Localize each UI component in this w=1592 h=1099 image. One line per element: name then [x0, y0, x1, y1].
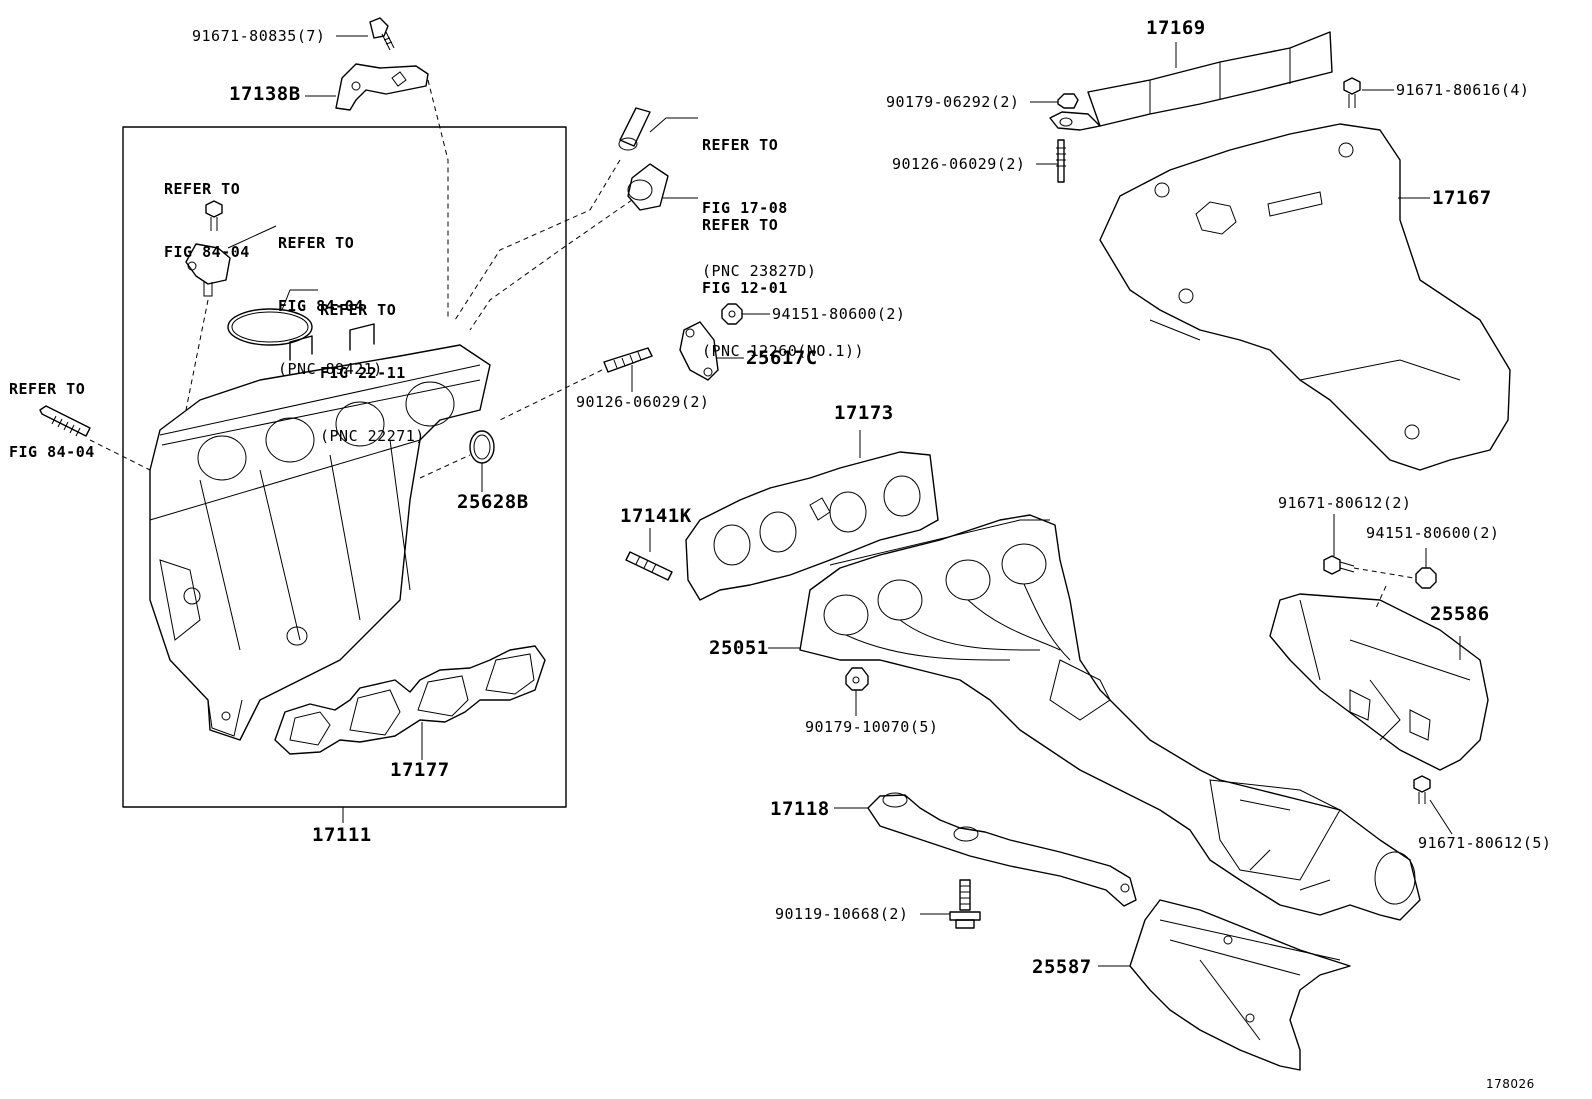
label-25051: 25051 — [709, 637, 769, 659]
bolt-91671-80835-icon — [369, 17, 395, 51]
refer-line: REFER TO — [9, 380, 86, 398]
label-91671-80835: 91671-80835(7) — [192, 27, 326, 45]
label-refer-84-04-c: REFER TO FIG 84-04 — [9, 337, 95, 484]
bracket-17138B-icon — [335, 63, 429, 111]
sensor-bolt-icon — [205, 200, 223, 231]
fig-line: FIG 12-01 — [702, 279, 788, 297]
label-90126-06029-a: 90126-06029(2) — [576, 393, 710, 411]
pnc-line: (PNC 12260(NO.1)) — [702, 342, 865, 360]
label-refer-12-01: REFER TO FIG 12-01 (PNC 12260(NO.1)) — [702, 173, 864, 383]
label-91671-80612-a: 91671-80612(2) — [1278, 494, 1412, 512]
label-17167: 17167 — [1432, 187, 1492, 209]
fig-line: FIG 84-04 — [9, 443, 95, 461]
nut-90179-10070-icon — [845, 667, 869, 691]
label-90119-10668: 90119-10668(2) — [775, 905, 909, 923]
label-17141K: 17141K — [620, 505, 692, 527]
refer-line: REFER TO — [164, 180, 241, 198]
nut-90179-06292-icon — [1057, 93, 1079, 109]
stud-90126-06029-a-icon — [603, 347, 653, 373]
label-17173: 17173 — [834, 402, 894, 424]
label-refer-84-04-b: REFER TO FIG 84-04 (PNC 89421) — [278, 191, 383, 401]
label-17118: 17118 — [770, 798, 830, 820]
fig-line: FIG 84-04 — [278, 297, 364, 315]
label-17177: 17177 — [390, 759, 450, 781]
pnc-line: (PNC 89421) — [278, 360, 383, 378]
label-90179-06292: 90179-06292(2) — [886, 93, 1020, 111]
label-17111: 17111 — [312, 824, 372, 846]
hose-23827D-icon — [618, 107, 651, 151]
pnc-line: (PNC 22271) — [320, 427, 425, 445]
bolt-91671-80616-icon — [1343, 77, 1361, 108]
plate-25617C-icon — [679, 321, 719, 381]
pnc-line: (PNC 23827D) — [702, 262, 817, 280]
label-94151-80600-a: 94151-80600(2) — [772, 305, 906, 323]
gasket-17173-icon — [685, 451, 939, 601]
refer-line: REFER TO — [278, 234, 355, 252]
bracket-17118-icon — [867, 792, 1137, 907]
bolt-91671-80612-a-icon — [1323, 555, 1355, 575]
intake-manifold-group-frame — [122, 126, 567, 808]
fig-line: FIG 17-08 — [702, 199, 788, 217]
heat-insulator-17169-icon — [1049, 31, 1333, 131]
label-refer-17-08: REFER TO FIG 17-08 (PNC 23827D) — [702, 93, 816, 303]
o-ring-22271-icon — [227, 308, 313, 346]
gasket-17177-icon — [274, 645, 546, 755]
fig-line: FIG 22-11 — [320, 364, 406, 382]
stud-17141K-icon — [625, 551, 673, 581]
nut-94151-80600-b-icon — [1415, 567, 1437, 589]
label-25617C: 25617C — [746, 347, 818, 369]
figure-number: 178026 — [1486, 1077, 1535, 1091]
label-91671-80612-b: 91671-80612(5) — [1418, 834, 1552, 852]
label-25586: 25586 — [1430, 603, 1490, 625]
label-refer-22-11: REFER TO FIG 22-11 (PNC 22271) — [320, 258, 425, 468]
label-90126-06029-b: 90126-06029(2) — [892, 155, 1026, 173]
label-25587: 25587 — [1032, 956, 1092, 978]
hose-12260-icon — [627, 163, 669, 211]
refer-line: REFER TO — [702, 136, 779, 154]
label-91671-80616: 91671-80616(4) — [1396, 81, 1530, 99]
label-17169: 17169 — [1146, 17, 1206, 39]
label-90179-10070: 90179-10070(5) — [805, 718, 939, 736]
sensor-89421-icon — [185, 243, 231, 297]
heat-insulator-25587-icon — [1129, 899, 1351, 1071]
nut-94151-80600-a-icon — [721, 303, 743, 325]
label-94151-80600-b: 94151-80600(2) — [1366, 524, 1500, 542]
bolt-90119-10668-icon — [949, 879, 981, 929]
bolt-91671-80612-b-icon — [1413, 775, 1431, 804]
stud-refer-84-04-icon — [39, 405, 91, 437]
exhaust-manifold-25051-icon — [799, 514, 1421, 921]
refer-line: REFER TO — [702, 216, 779, 234]
heat-insulator-17167-icon — [1099, 123, 1511, 471]
label-refer-84-04-a: REFER TO FIG 84-04 — [164, 137, 250, 284]
label-25628B: 25628B — [457, 491, 529, 513]
label-17138B: 17138B — [229, 83, 301, 105]
stud-90126-06029-b-icon — [1056, 139, 1066, 183]
intake-manifold-17111-icon — [149, 323, 491, 741]
refer-line: REFER TO — [320, 301, 397, 319]
fig-line: FIG 84-04 — [164, 243, 250, 261]
heat-insulator-25586-icon — [1269, 593, 1489, 771]
